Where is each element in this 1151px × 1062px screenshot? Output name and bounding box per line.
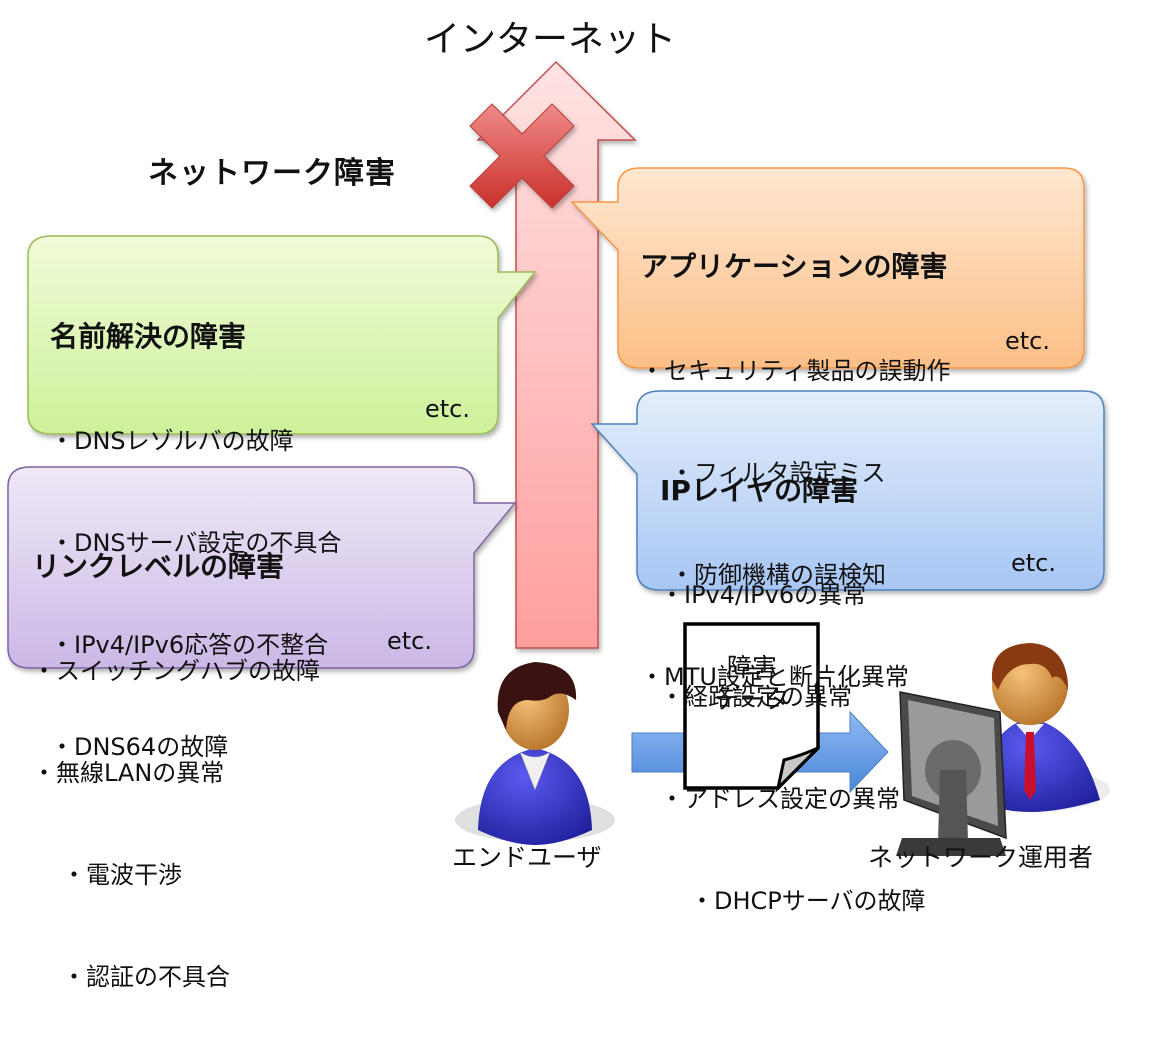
bubble-ip-layer: IPレイヤの障害 ・IPv4/IPv6の異常 ・経路設定の異常 ・アドレス設定の… [660, 404, 1056, 915]
operator-at-monitor-icon [896, 643, 1110, 856]
bubble-name-resolution: 名前解決の障害 ・DNSレゾルバの故障 ・DNSサーバ設定の不具合 ・IPv4/… [50, 250, 470, 761]
bubble-item: ・DNSレゾルバの故障 [50, 427, 294, 455]
bubble-item: ・アドレス設定の異常 [660, 785, 900, 813]
user-avatar-icon [455, 662, 615, 845]
bubble-application: アプリケーションの障害 ・セキュリティ製品の誤動作 ・フィルタ設定ミス ・防御機… [640, 180, 1050, 691]
document-line-1: 障害 [726, 653, 777, 682]
bubble-item: ・無線LANの異常 [32, 759, 225, 787]
bubble-item: ・IPv4/IPv6の異常 [660, 581, 867, 609]
cross-x-icon [469, 103, 575, 209]
document-text: 障害 データ [690, 652, 814, 716]
bubble-item: ・セキュリティ製品の誤動作 [640, 357, 951, 385]
etc-label: etc. [387, 627, 432, 655]
bubble-name-resolution-shape [27, 235, 537, 435]
bubble-application-shape [570, 167, 1085, 369]
bubble-item: ・MTU設定と断片化異常 [640, 663, 909, 691]
bubble-item: ・経路設定の異常 [660, 683, 852, 711]
bubble-title: IPレイヤの障害 [660, 474, 859, 507]
bubble-item: ・防御機構の誤検知 [670, 561, 886, 589]
bubble-item: ・DNSサーバ設定の不具合 [50, 529, 342, 557]
bubble-ip-layer-shape [590, 390, 1105, 591]
diagram-canvas [7, 60, 1110, 856]
etc-label: etc. [1005, 327, 1050, 355]
bubble-item: ・フィルタ設定ミス [670, 459, 886, 487]
bubble-link-level-shape [7, 466, 517, 669]
bubble-item: ・認証の不具合 [62, 963, 230, 991]
bubble-item: ・DNS64の故障 [50, 733, 229, 761]
etc-label: etc. [1011, 549, 1056, 577]
bubble-item: ・DHCPサーバの故障 [690, 887, 926, 915]
document-icon [683, 622, 820, 793]
end-user-caption: エンドユーザ [452, 843, 602, 872]
bubble-title: 名前解決の障害 [50, 320, 247, 353]
document-line-2: データ [714, 685, 790, 714]
etc-label: etc. [425, 395, 470, 423]
internet-label: インターネット [424, 19, 677, 60]
bubble-item: ・電波干渉 [62, 861, 182, 889]
network-failure-label: ネットワーク障害 [148, 156, 396, 191]
bubble-title: リンクレベルの障害 [32, 550, 285, 583]
bubble-item: ・IPv4/IPv6応答の不整合 [50, 631, 329, 659]
bubble-link-level: リンクレベルの障害 ・スイッチングハブの故障 ・無線LANの異常 ・電波干渉 ・… [32, 480, 432, 991]
bubble-title: アプリケーションの障害 [640, 250, 948, 283]
operator-caption: ネットワーク運用者 [868, 843, 1094, 872]
bubble-item: ・スイッチングハブの故障 [32, 657, 320, 685]
